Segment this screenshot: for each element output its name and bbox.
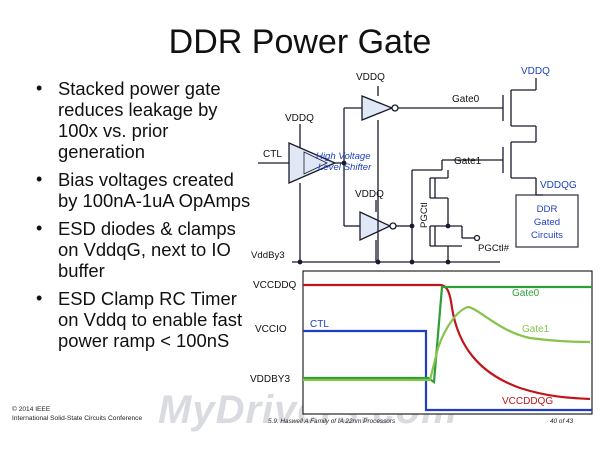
power-gate-stack [502, 78, 543, 196]
bullet-item: ESD Clamp RC Timer on Vddq to enable fas… [34, 288, 256, 351]
gate1-label: Gate1 [454, 156, 482, 167]
copyright-text: © 2014 IEEE [12, 406, 51, 413]
vddqg-label: VDDQG [540, 180, 577, 191]
level-shifter [258, 124, 337, 184]
trace-vccddqg [303, 283, 591, 401]
ctl-input-label: CTL [263, 149, 282, 160]
trace-label-gate0: Gate0 [512, 288, 540, 299]
waveform-plot: VCCDDQ VCCIO VDDBY3 Gate0 CTL Gate1 VCCD… [250, 270, 593, 415]
trace-gate1 [303, 305, 591, 382]
trace-gate0 [303, 285, 592, 384]
y-label: VCCIO [255, 324, 287, 335]
pgctl-switch [411, 159, 503, 262]
schematic-labels: VDDQ VDDQ VDDQ VDDQ CTL High Voltage Lev… [251, 66, 577, 261]
buffer-bottom [359, 200, 412, 242]
vddq-right-label: VDDQ [521, 66, 550, 77]
buffer-top [361, 86, 503, 121]
vddq-label: VDDQ [356, 72, 385, 83]
ddr-gated-circuits-box [515, 194, 579, 248]
pgctl-label: PGCtl [419, 202, 430, 228]
shifter-label: High Voltage [316, 151, 371, 162]
bullet-item: Bias voltages created by 100nA-1uA OpAmp… [34, 169, 256, 211]
ddr-gated-label: DDR [537, 204, 558, 215]
trace-ctl [303, 329, 592, 412]
page-number: 40 of 43 [550, 418, 574, 425]
vddby3-label: VddBy3 [251, 250, 285, 261]
y-label: VDDBY3 [250, 374, 290, 385]
y-label: VCCDDQ [253, 280, 297, 291]
vddq-label: VDDQ [355, 189, 384, 200]
plot-frame [302, 270, 593, 415]
footer-copyright: © 2014 IEEE International Solid-State Ci… [12, 405, 142, 423]
schematic [258, 78, 579, 265]
shifter-label: Level Shifter [318, 162, 372, 173]
bullet-item: Stacked power gate reduces leakage by 10… [34, 78, 256, 162]
gate0-label: Gate0 [452, 94, 480, 105]
slide-title: DDR Power Gate [168, 23, 432, 61]
pgctl-bar-label: PGCtl# [478, 243, 510, 254]
bullet-item: ESD diodes & clamps on VddqG, next to IO… [34, 218, 256, 281]
trace-label-ctl: CTL [310, 319, 329, 330]
trace-label-vccddqg: VCCDDQG [502, 396, 553, 407]
conference-text: International Solid-State Circuits Confe… [12, 415, 143, 422]
ddr-gated-label: Circuits [531, 230, 563, 241]
bullet-list: Stacked power gate reduces leakage by 10… [34, 78, 256, 358]
vddq-label: VDDQ [285, 113, 314, 124]
ddr-gated-label: Gated [534, 217, 560, 228]
footer-session: 5.9: Haswell A Family of IA 22nm Process… [268, 418, 396, 425]
trace-label-gate1: Gate1 [522, 324, 550, 335]
